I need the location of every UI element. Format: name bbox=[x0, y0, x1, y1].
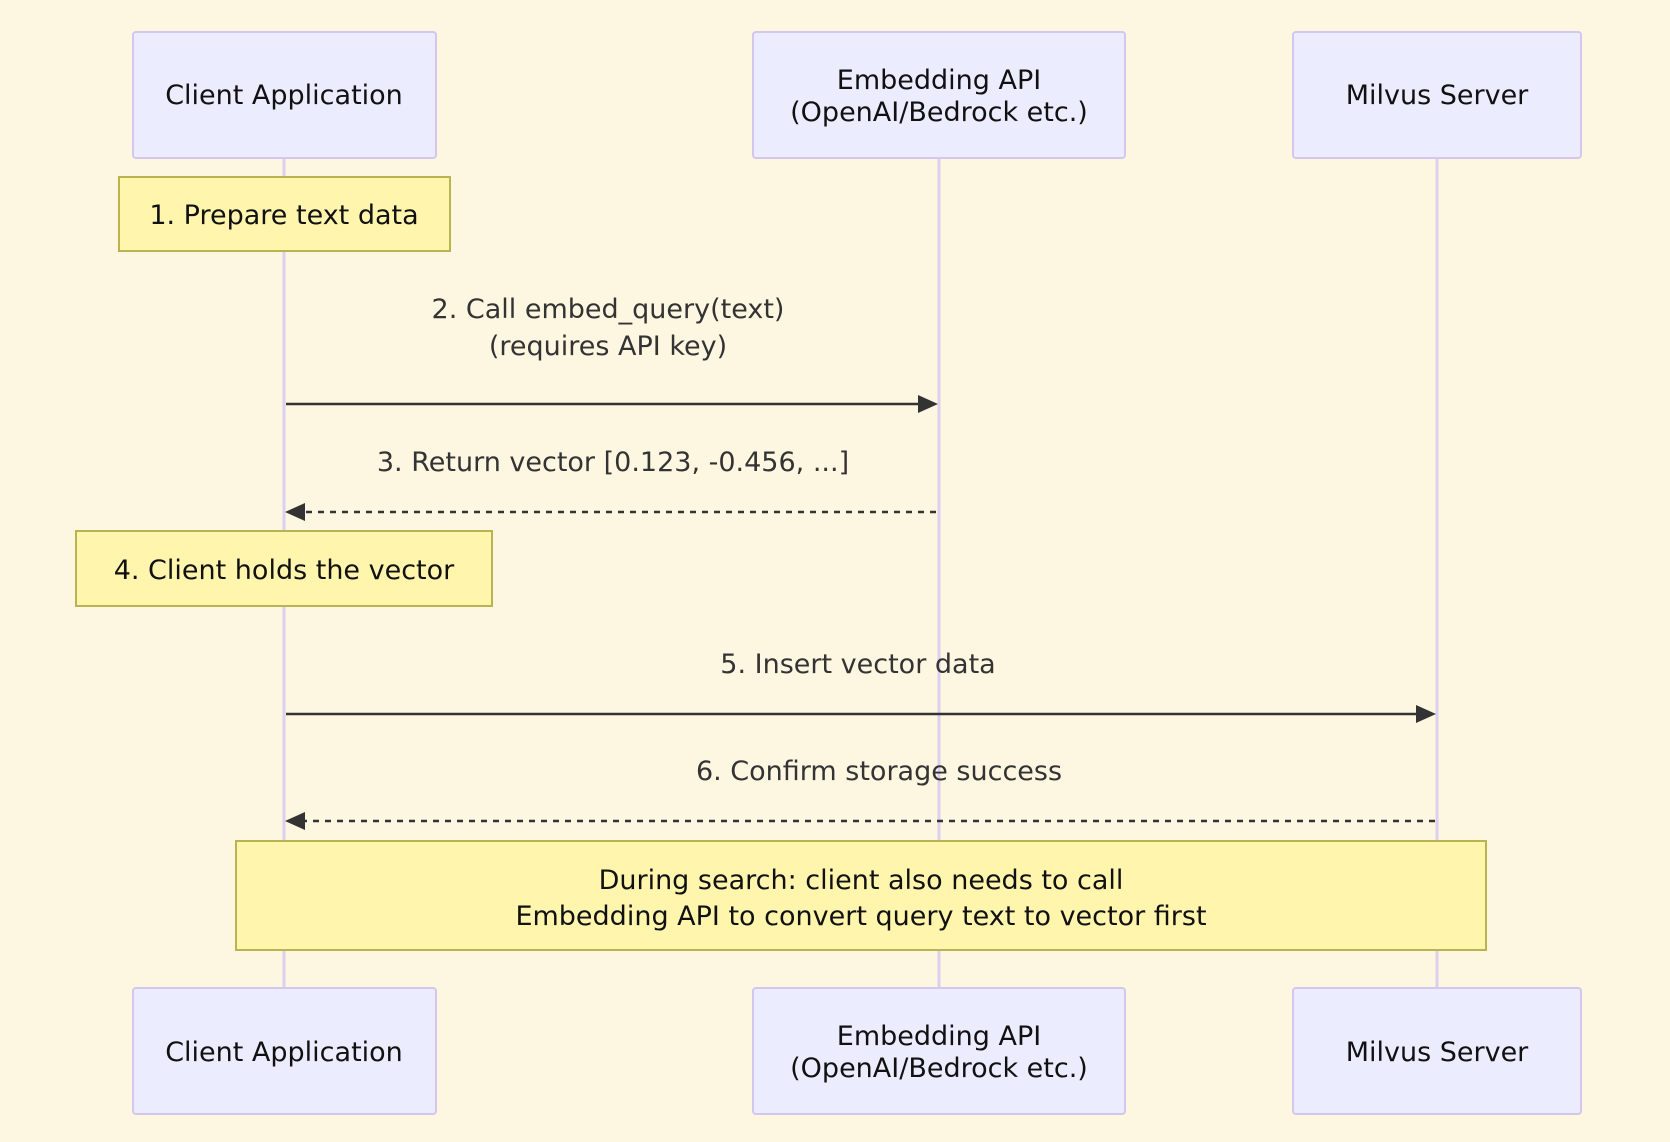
message-return-vector: 3. Return vector [0.123, -0.456, ...] bbox=[285, 447, 936, 521]
message-label: 6. Confirm storage success bbox=[696, 756, 1062, 787]
participant-label: Milvus Server bbox=[1346, 1037, 1529, 1068]
participant-client-top: Client Application bbox=[132, 31, 437, 159]
note-prepare-text: 1. Prepare text data bbox=[118, 176, 451, 252]
arrow-head-icon bbox=[918, 395, 938, 413]
arrow-head-icon bbox=[1416, 705, 1436, 723]
note-label: 1. Prepare text data bbox=[149, 200, 418, 231]
participant-embedding-api-bottom: Embedding API (OpenAI/Bedrock etc.) bbox=[752, 987, 1126, 1115]
participant-label: (OpenAI/Bedrock etc.) bbox=[790, 1053, 1088, 1084]
note-label: 4. Client holds the vector bbox=[114, 555, 455, 586]
note-during-search: During search: client also needs to call… bbox=[235, 840, 1487, 951]
note-label: Embedding API to convert query text to v… bbox=[515, 901, 1206, 932]
participant-label: Client Application bbox=[165, 1037, 403, 1068]
message-confirm-storage: 6. Confirm storage success bbox=[285, 756, 1435, 830]
note-label: During search: client also needs to call bbox=[599, 865, 1124, 896]
participant-label: Client Application bbox=[165, 80, 403, 111]
participant-label: Embedding API bbox=[837, 65, 1041, 96]
note-client-holds-vector: 4. Client holds the vector bbox=[75, 530, 493, 607]
arrow-head-icon bbox=[285, 503, 305, 521]
message-label: (requires API key) bbox=[489, 331, 727, 362]
message-label: 2. Call embed_query(text) bbox=[432, 294, 785, 325]
participant-label: Milvus Server bbox=[1346, 80, 1529, 111]
message-label: 5. Insert vector data bbox=[720, 649, 995, 680]
participant-label: Embedding API bbox=[837, 1021, 1041, 1052]
arrow-head-icon bbox=[285, 812, 305, 830]
participant-label: (OpenAI/Bedrock etc.) bbox=[790, 97, 1088, 128]
participant-embedding-api-top: Embedding API (OpenAI/Bedrock etc.) bbox=[752, 31, 1126, 159]
message-label: 3. Return vector [0.123, -0.456, ...] bbox=[377, 447, 849, 478]
message-insert-vector: 5. Insert vector data bbox=[286, 649, 1436, 723]
participant-milvus-top: Milvus Server bbox=[1292, 31, 1582, 159]
participant-milvus-bottom: Milvus Server bbox=[1292, 987, 1582, 1115]
message-call-embed-query: 2. Call embed_query(text) (requires API … bbox=[286, 294, 938, 413]
participant-client-bottom: Client Application bbox=[132, 987, 437, 1115]
